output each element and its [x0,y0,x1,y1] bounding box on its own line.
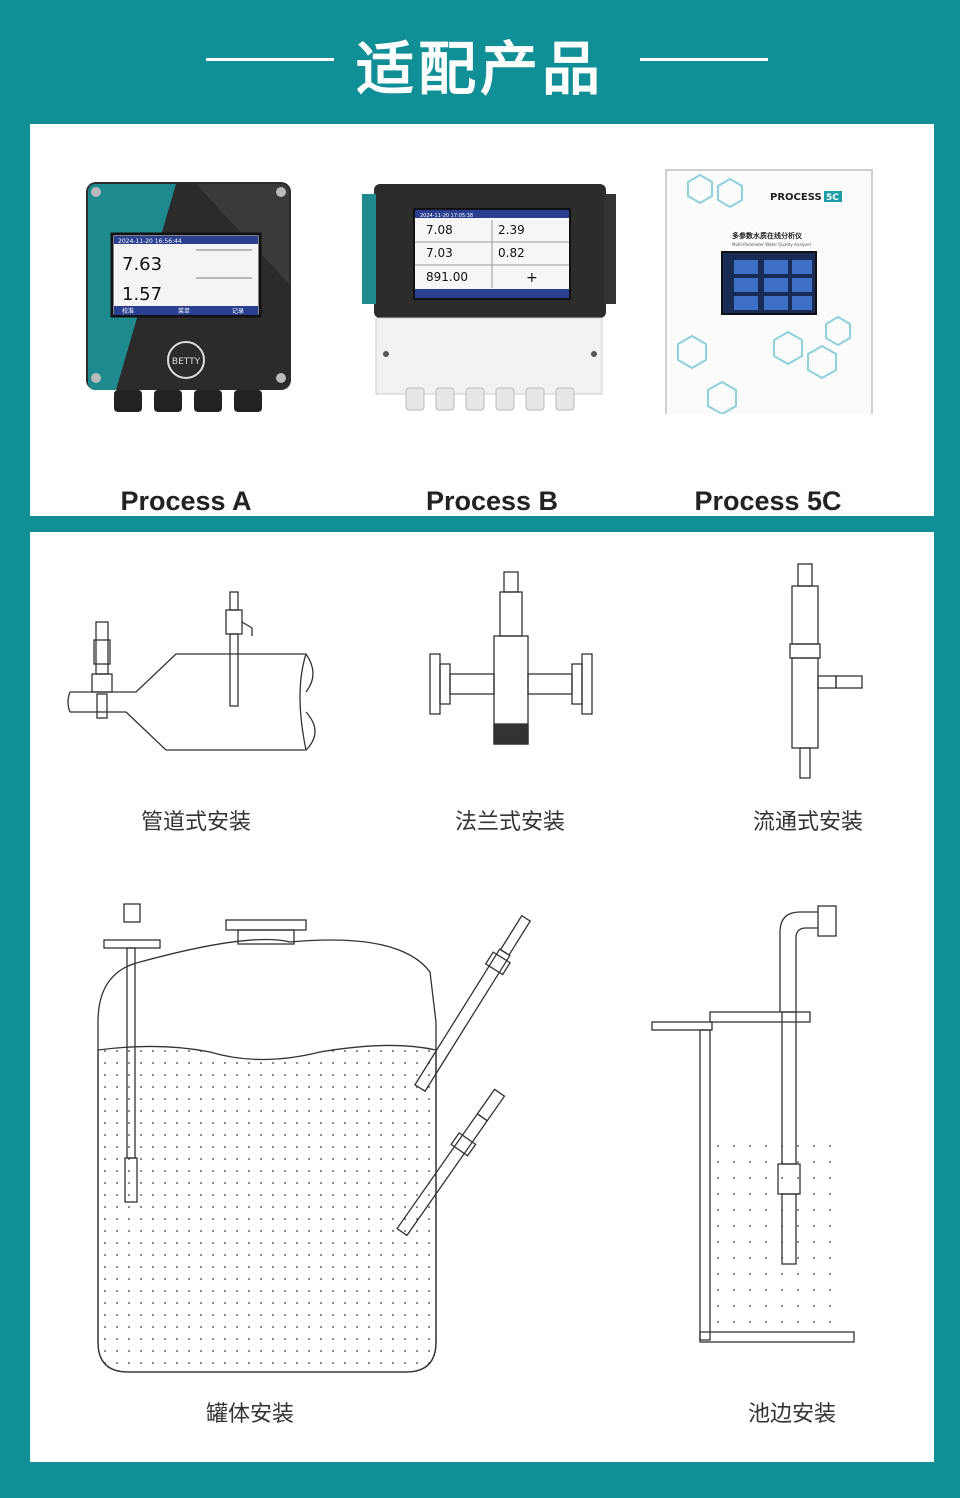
flange-install-diagram [429,571,593,745]
page-title: 适配产品 [355,35,604,103]
process-a-value1: 7.63 [122,254,162,275]
process-a-tab2: 菜单 [178,307,190,315]
process-b-datetime: 2024-11-20 17:05:38 [420,213,473,219]
install-label-flange: 法兰式安装 [454,810,565,835]
install-flange: 法兰式安装 [420,568,610,835]
process-b-device-image: 2024-11-20 17:05:38 7.08 2.39 7.03 0.82 … [362,184,616,411]
tank-install-diagram [97,903,532,1373]
process-b-v2: 2.39 [498,223,525,237]
install-tank: 罐体安装 [90,892,570,1427]
process-a-tab1: 校准 [122,307,134,315]
product-process-a[interactable]: 2024-11-20 16:56:44 7.63 1.57 校准 菜单 记录 B… [56,164,316,544]
header: 适配产品 [0,0,960,124]
process-5c-en-title: Multi-Parameter Water Quality Analyzer [732,242,812,247]
install-label-tank: 罐体安装 [205,1402,294,1427]
product-label-process-5c: Process 5C [694,486,842,516]
process-b-v1: 7.08 [426,223,453,237]
install-poolside: 池边安装 [650,902,870,1427]
process-b-v3: 7.03 [426,246,453,260]
process-5c-brand-suffix: 5C [826,193,839,203]
install-flow-through: 流通式安装 [746,562,876,835]
install-label-flow-through: 流通式安装 [752,810,863,835]
process-a-tab3: 记录 [232,307,244,315]
title-right-rule [640,58,768,61]
process-5c-box-image: PROCESS 5C 多参数水质在线分析仪 Multi-Parameter Wa… [665,169,873,419]
product-label-process-b: Process B [425,486,559,516]
product-label-process-a: Process A [120,486,252,516]
install-label-poolside: 池边安装 [747,1402,836,1427]
install-label-pipeline: 管道式安装 [140,810,251,835]
flow-through-install-diagram [789,563,863,779]
process-a-logo: BETTY [172,357,201,367]
title-left-rule [206,58,334,61]
product-process-b[interactable]: 2024-11-20 17:05:38 7.08 2.39 7.03 0.82 … [362,164,622,544]
process-5c-brand: PROCESS [770,192,822,203]
installation-panel: 管道式安装 法兰式安装 流通式安装 [30,532,934,1462]
process-a-value2: 1.57 [122,284,162,305]
products-panel: 2024-11-20 16:56:44 7.63 1.57 校准 菜单 记录 B… [30,124,934,516]
process-b-v5: 891.00 [426,270,468,284]
process-b-add: + [526,270,538,286]
process-a-device-image: 2024-11-20 16:56:44 7.63 1.57 校准 菜单 记录 B… [86,182,291,412]
poolside-install-diagram [651,905,855,1343]
pipeline-install-diagram [67,591,316,751]
product-process-5c[interactable]: PROCESS 5C 多参数水质在线分析仪 Multi-Parameter Wa… [638,164,898,544]
process-b-v4: 0.82 [498,246,525,260]
process-a-datetime: 2024-11-20 16:56:44 [118,238,182,245]
install-pipeline: 管道式安装 [66,582,336,835]
process-5c-cn-title: 多参数水质在线分析仪 [732,231,803,240]
